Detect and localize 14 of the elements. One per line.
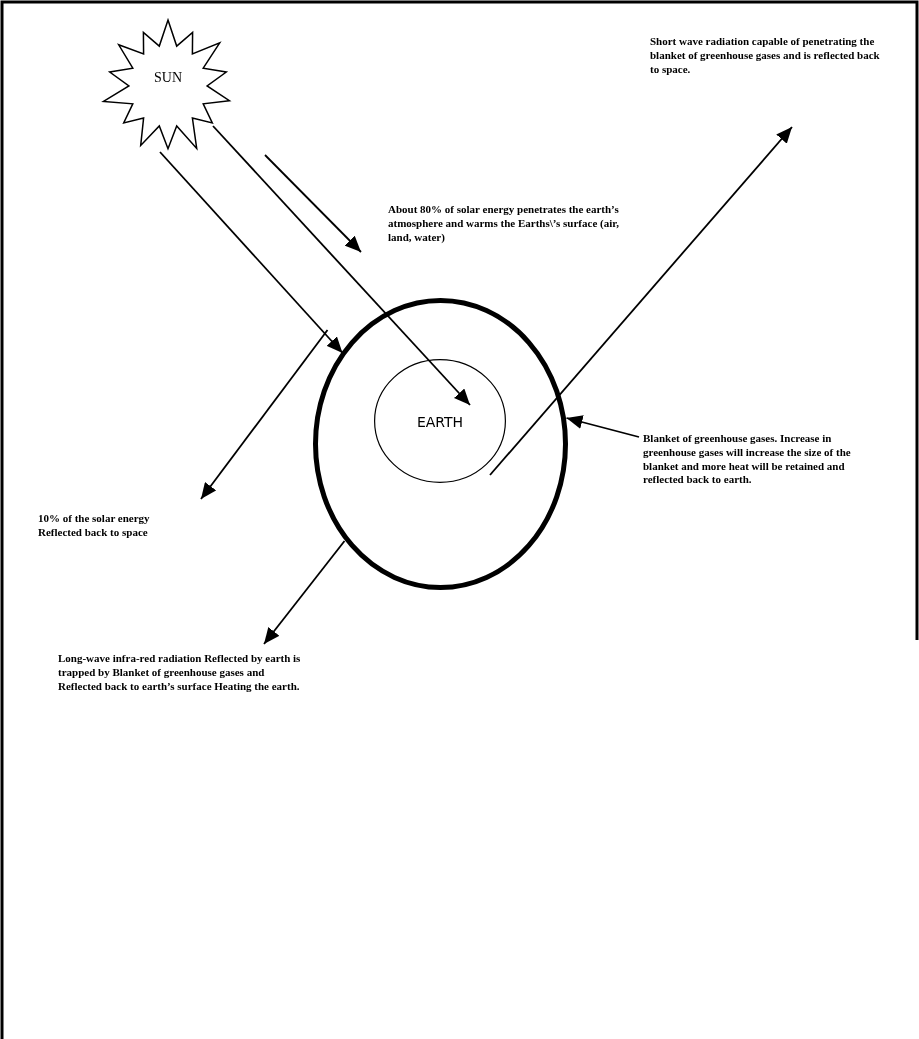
arrow: [200, 329, 329, 500]
earth-label: EARTH: [415, 413, 465, 430]
arrow: [212, 125, 471, 406]
annotation-text: 10% of the solar energy Reflected back to space: [38, 512, 151, 540]
annotation-text: Long-wave infra-red radiation Reflected by earth is trapped by Blanket of greenhouse gases and Reflected back to earth’s surface Heating the earth.: [58, 652, 302, 694]
arrow: [264, 154, 362, 253]
arrow: [159, 151, 344, 354]
arrow: [489, 126, 793, 476]
arrow: [565, 415, 640, 438]
annotation-text: Blanket of greenhouse gases. Increase in greenhouse gases will increase the size of the blanket and more heat will be retained and reflected back to earth.: [643, 432, 852, 487]
annotation-text: About 80% of solar energy penetrates the earth’s atmosphere and warms the Earths\’s surface (air, land, water): [388, 203, 620, 245]
sun-label: SUN: [153, 70, 183, 87]
arrow: [263, 540, 346, 645]
annotation-text: Short wave radiation capable of penetrating the blanket of greenhouse gases and is reflected back to space.: [650, 35, 881, 77]
